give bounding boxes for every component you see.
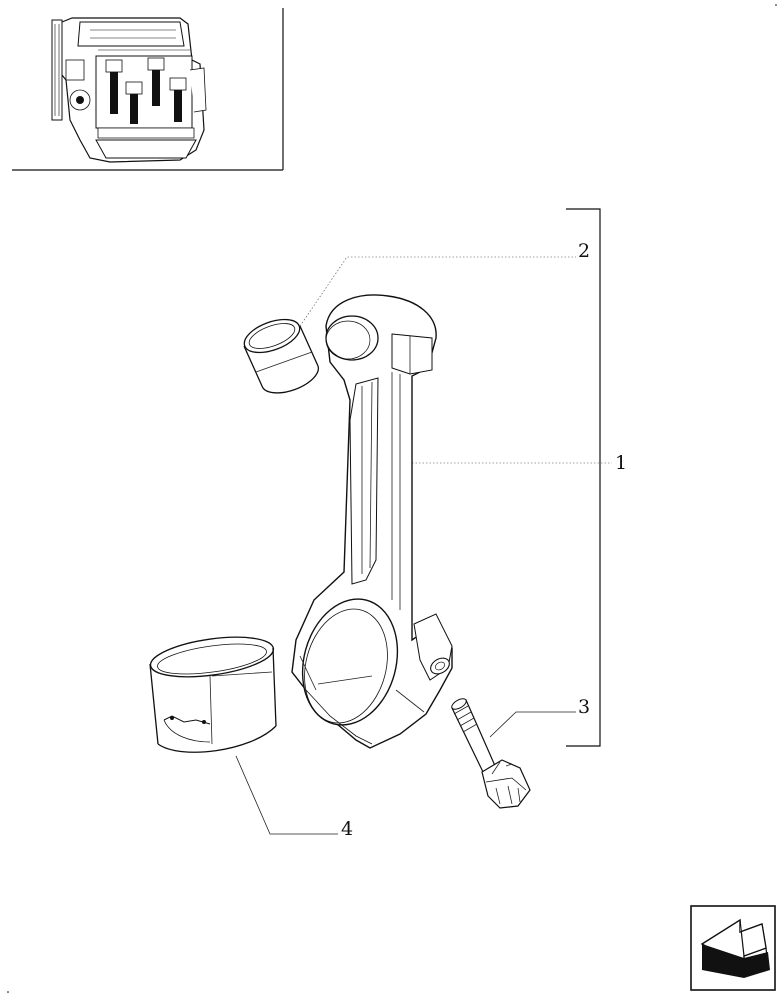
leader-lines (235, 256, 612, 835)
small-end-bushing (243, 318, 320, 396)
group-bracket (566, 208, 601, 747)
callout-label-3: 3 (578, 696, 590, 718)
corner-dot (7, 991, 9, 993)
big-end-bearing (149, 636, 277, 753)
corner-dot (775, 4, 777, 6)
callout-label-2: 2 (578, 240, 590, 262)
engine-cutaway-icon (51, 17, 207, 163)
arrow-left-icon (700, 918, 770, 978)
engine-thumbnail (12, 8, 284, 171)
callout-label-4: 4 (341, 818, 353, 840)
connecting-rod (291, 294, 453, 749)
nav-back-button[interactable] (690, 905, 776, 991)
connecting-rod-bolt (451, 698, 531, 809)
callout-label-1: 1 (615, 452, 627, 474)
